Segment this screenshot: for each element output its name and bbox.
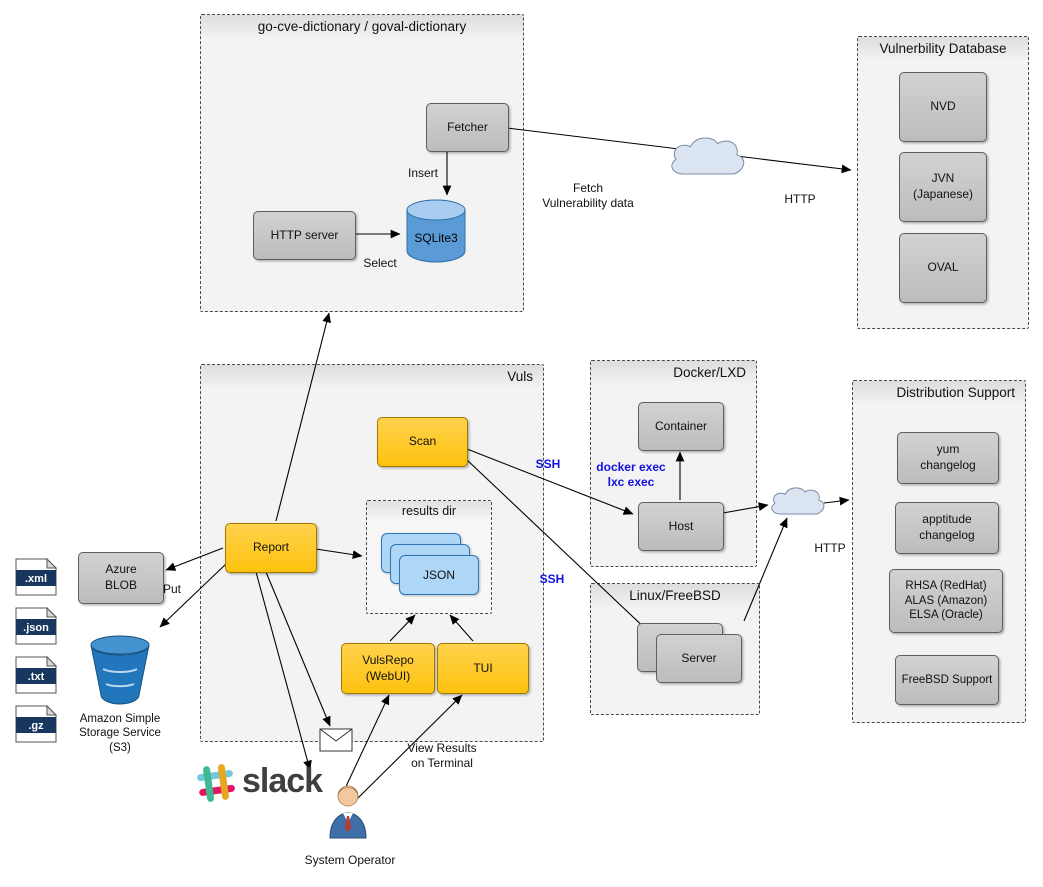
arrow-report-to-email bbox=[265, 571, 331, 727]
report-node: Report bbox=[225, 523, 317, 573]
slack-wordmark: slack bbox=[242, 762, 323, 800]
xml-file-icon: .xml bbox=[15, 557, 58, 596]
vulsrepo-node: VulsRepo (WebUI) bbox=[341, 643, 435, 694]
cloud-icon bbox=[672, 138, 744, 174]
svg-text:.txt: .txt bbox=[28, 671, 45, 683]
txt-file-icon: .txt bbox=[15, 655, 58, 694]
vulnerability-database-title: Vulnerbility Database bbox=[858, 37, 1028, 61]
dist-item-yum: yum changelog bbox=[897, 432, 999, 484]
arrow-tui-to-json bbox=[449, 614, 474, 642]
s3-bucket-icon bbox=[90, 635, 150, 705]
arrow-report-to-resultsdir bbox=[315, 548, 363, 559]
arrow-report-to-azure bbox=[165, 547, 224, 571]
arrow-operator-to-vulsrepo bbox=[340, 694, 390, 798]
s3-caption: Amazon Simple Storage Service (S3) bbox=[79, 713, 161, 754]
go-cve-dictionary-box: go-cve-dictionary / goval-dictionary bbox=[200, 14, 524, 312]
go-cve-dictionary-title: go-cve-dictionary / goval-dictionary bbox=[201, 15, 523, 39]
arrow-report-to-dictionary bbox=[275, 312, 331, 522]
system-operator-label: System Operator bbox=[304, 853, 396, 867]
put-label: Put bbox=[162, 582, 181, 596]
arrow-vulsrepo-to-json bbox=[389, 614, 416, 642]
ssh-label-docker: SSH bbox=[535, 457, 561, 471]
vulndb-item-jvn: JVN (Japanese) bbox=[899, 152, 987, 222]
server-node: Server bbox=[656, 634, 742, 683]
container-node: Container bbox=[638, 402, 724, 451]
sqlite3-database-icon: SQLite3 bbox=[406, 199, 466, 263]
cloud-icon bbox=[772, 488, 824, 514]
arrow-linux-to-cloud bbox=[743, 517, 788, 622]
http-label-right: HTTP bbox=[814, 541, 846, 555]
tui-node: TUI bbox=[437, 643, 529, 694]
gz-file-icon: .gz bbox=[15, 704, 58, 743]
ssh-label-linux: SSH bbox=[539, 572, 565, 586]
fetch-vulnerability-data-label: Fetch Vulnerability data bbox=[542, 181, 634, 210]
arrow-operator-to-tui bbox=[355, 694, 463, 801]
distribution-support-title: Distribution Support bbox=[853, 381, 1025, 405]
select-label: Select bbox=[363, 256, 397, 270]
email-icon bbox=[319, 728, 353, 752]
scan-node: Scan bbox=[377, 417, 468, 467]
docker-lxd-title: Docker/LXD bbox=[591, 361, 756, 385]
vulndb-item-oval: OVAL bbox=[899, 233, 987, 303]
json-file-icon: .json bbox=[15, 606, 58, 645]
system-operator-icon bbox=[329, 785, 367, 839]
fetcher-node: Fetcher bbox=[426, 103, 509, 152]
http-label-top: HTTP bbox=[784, 192, 816, 206]
svg-text:.xml: .xml bbox=[25, 573, 47, 585]
svg-text:.json: .json bbox=[23, 622, 49, 634]
slack-logo-icon bbox=[197, 764, 235, 802]
arrow-cloud-to-dist bbox=[823, 496, 850, 506]
insert-label: Insert bbox=[407, 166, 438, 180]
dist-item-apt: apptitude changelog bbox=[895, 502, 999, 554]
view-results-label: View Results on Terminal bbox=[407, 741, 477, 770]
svg-text:SQLite3: SQLite3 bbox=[414, 231, 458, 245]
host-node: Host bbox=[638, 502, 724, 551]
results-dir-title: results dir bbox=[367, 501, 491, 521]
azure-blob-node: Azure BLOB bbox=[78, 552, 164, 604]
vuls-title: Vuls bbox=[201, 365, 543, 389]
arrow-scan-to-host bbox=[466, 448, 634, 515]
vulndb-item-nvd: NVD bbox=[899, 72, 987, 142]
docker-exec-label: docker exec lxc exec bbox=[596, 460, 666, 489]
arrow-docker-to-cloud bbox=[722, 502, 769, 514]
svg-text:.gz: .gz bbox=[28, 720, 44, 732]
json-card-front: JSON bbox=[399, 555, 479, 595]
arrow-report-to-s3 bbox=[159, 562, 228, 628]
http-server-node: HTTP server bbox=[253, 211, 356, 260]
dist-item-freebsd: FreeBSD Support bbox=[895, 655, 999, 705]
arrow-scan-to-server bbox=[465, 458, 651, 634]
arrow-report-to-slack bbox=[255, 571, 312, 771]
cloud-icons bbox=[672, 138, 824, 514]
dist-item-advisories: RHSA (RedHat) ALAS (Amazon) ELSA (Oracle… bbox=[889, 569, 1003, 633]
